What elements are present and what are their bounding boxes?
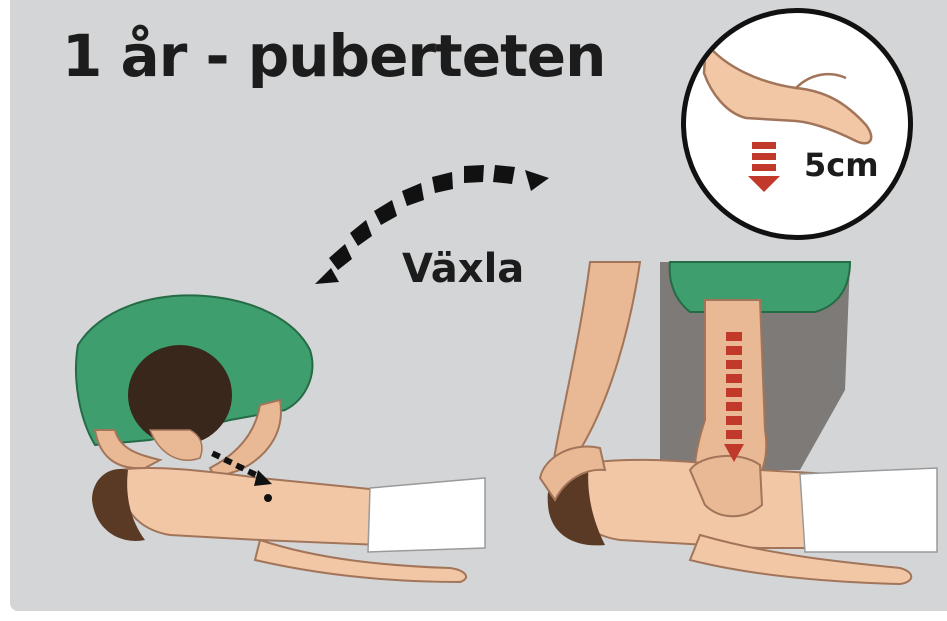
- left-scene-rescue-breaths: [76, 295, 485, 582]
- right-scene-chest-compressions: [540, 262, 937, 584]
- hand-icon: [686, 13, 913, 240]
- page-title: 1 år - puberteten: [62, 22, 605, 90]
- compression-depth-value: 5cm: [804, 146, 879, 184]
- compression-depth-inset: [681, 8, 913, 240]
- switch-label: Växla: [402, 246, 524, 292]
